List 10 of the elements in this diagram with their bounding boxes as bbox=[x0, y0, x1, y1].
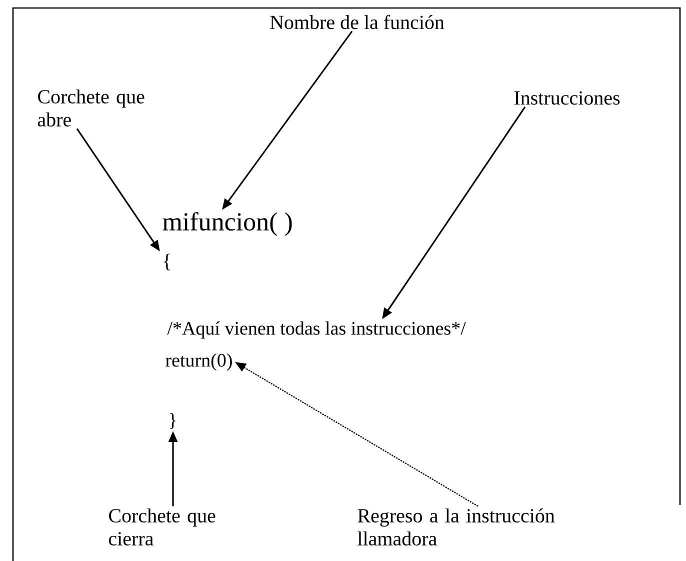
code-text: return(0) bbox=[166, 353, 232, 371]
code-text: /*Aquí vienen todas las instrucciones*/ bbox=[167, 321, 466, 339]
code-text: mifuncion( ) bbox=[162, 212, 292, 236]
label-text: Corchete que cierra bbox=[108, 508, 216, 546]
code-text: { bbox=[164, 254, 170, 270]
label-text: Nombre de la función bbox=[270, 14, 444, 30]
label-text: Instrucciones bbox=[514, 91, 620, 105]
code-text: } bbox=[170, 413, 176, 429]
label-text: Regreso a la instrucción llamadora bbox=[358, 508, 555, 546]
label-text: Corchete que abre bbox=[38, 89, 144, 127]
